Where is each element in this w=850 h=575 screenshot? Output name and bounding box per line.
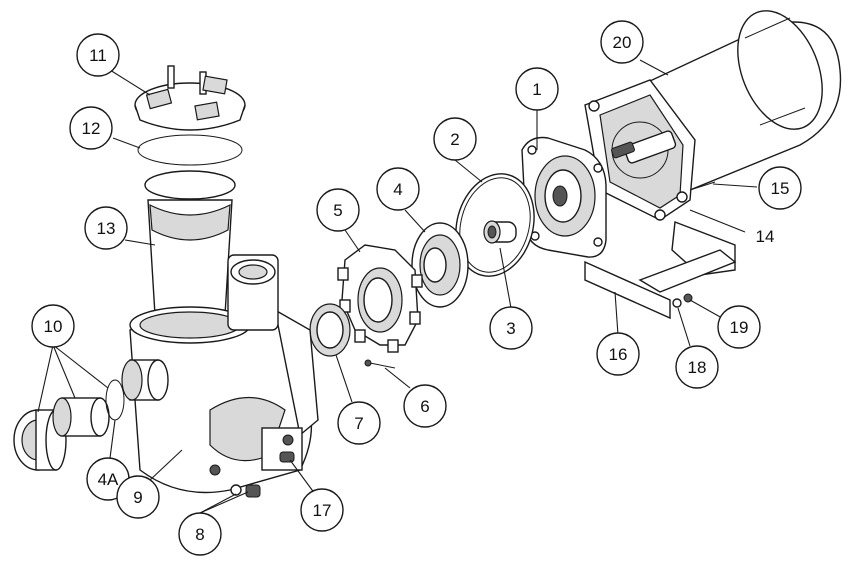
callout-17: 17 [300, 488, 344, 532]
shaft-seal-part [483, 220, 517, 244]
callout-20: 20 [600, 20, 644, 64]
callout-1: 1 [515, 67, 559, 111]
svg-text:4A: 4A [98, 470, 119, 489]
svg-text:3: 3 [506, 319, 515, 338]
drain-plug-part [230, 484, 261, 498]
callout-6: 6 [403, 384, 447, 428]
callout-18: 18 [675, 345, 719, 389]
svg-text:9: 9 [133, 488, 142, 507]
svg-text:2: 2 [450, 130, 459, 149]
callout-14: 14 [756, 227, 775, 246]
callout-13: 13 [84, 206, 128, 250]
svg-text:17: 17 [313, 501, 332, 520]
drain-plug-2-part [279, 451, 295, 463]
callout-7: 7 [337, 401, 381, 445]
callout-5: 5 [316, 188, 360, 232]
callout-19: 19 [717, 305, 761, 349]
svg-text:16: 16 [609, 345, 628, 364]
svg-text:4: 4 [393, 180, 402, 199]
motor-part [584, 10, 842, 221]
svg-text:10: 10 [44, 317, 63, 336]
svg-text:7: 7 [354, 414, 363, 433]
support-washer-part [672, 298, 682, 308]
callout-4: 4 [376, 167, 420, 211]
svg-text:18: 18 [688, 358, 707, 377]
strainer-lid-part [134, 65, 246, 131]
svg-text:15: 15 [771, 179, 790, 198]
callout-11: 11 [76, 33, 120, 77]
callout-9: 9 [116, 475, 160, 519]
diffuser-part [337, 244, 423, 353]
callout-15: 15 [758, 166, 802, 210]
seal-plate-part [521, 136, 607, 258]
impeller-part [411, 222, 469, 308]
svg-text:20: 20 [613, 33, 632, 52]
svg-text:14: 14 [756, 227, 775, 246]
lid-o-ring-part [137, 134, 243, 166]
motor-support-part [584, 221, 737, 320]
callout-8: 8 [178, 512, 222, 556]
callout-3: 3 [489, 306, 533, 350]
pump-body-part [129, 254, 319, 494]
union-nut-part [13, 409, 67, 471]
svg-text:13: 13 [97, 219, 116, 238]
leader-lines [37, 59, 758, 514]
union-tailpiece-part [52, 397, 110, 437]
callout-12: 12 [69, 106, 113, 150]
callout-2: 2 [433, 117, 477, 161]
svg-text:5: 5 [333, 201, 342, 220]
diffuser-screw-part [364, 359, 396, 369]
callout-16: 16 [596, 332, 640, 376]
motor-bolt-part [689, 181, 716, 191]
svg-text:19: 19 [730, 318, 749, 337]
svg-text:6: 6 [420, 397, 429, 416]
svg-text:12: 12 [82, 119, 101, 138]
inlet-fitting-part [121, 359, 169, 401]
strainer-basket-part [144, 170, 236, 324]
svg-text:1: 1 [532, 80, 541, 99]
union-o-ring-part [105, 379, 125, 421]
svg-text:11: 11 [89, 46, 107, 65]
callout-10: 10 [31, 304, 75, 348]
wear-ring-part [309, 303, 351, 357]
svg-text:8: 8 [195, 525, 204, 544]
